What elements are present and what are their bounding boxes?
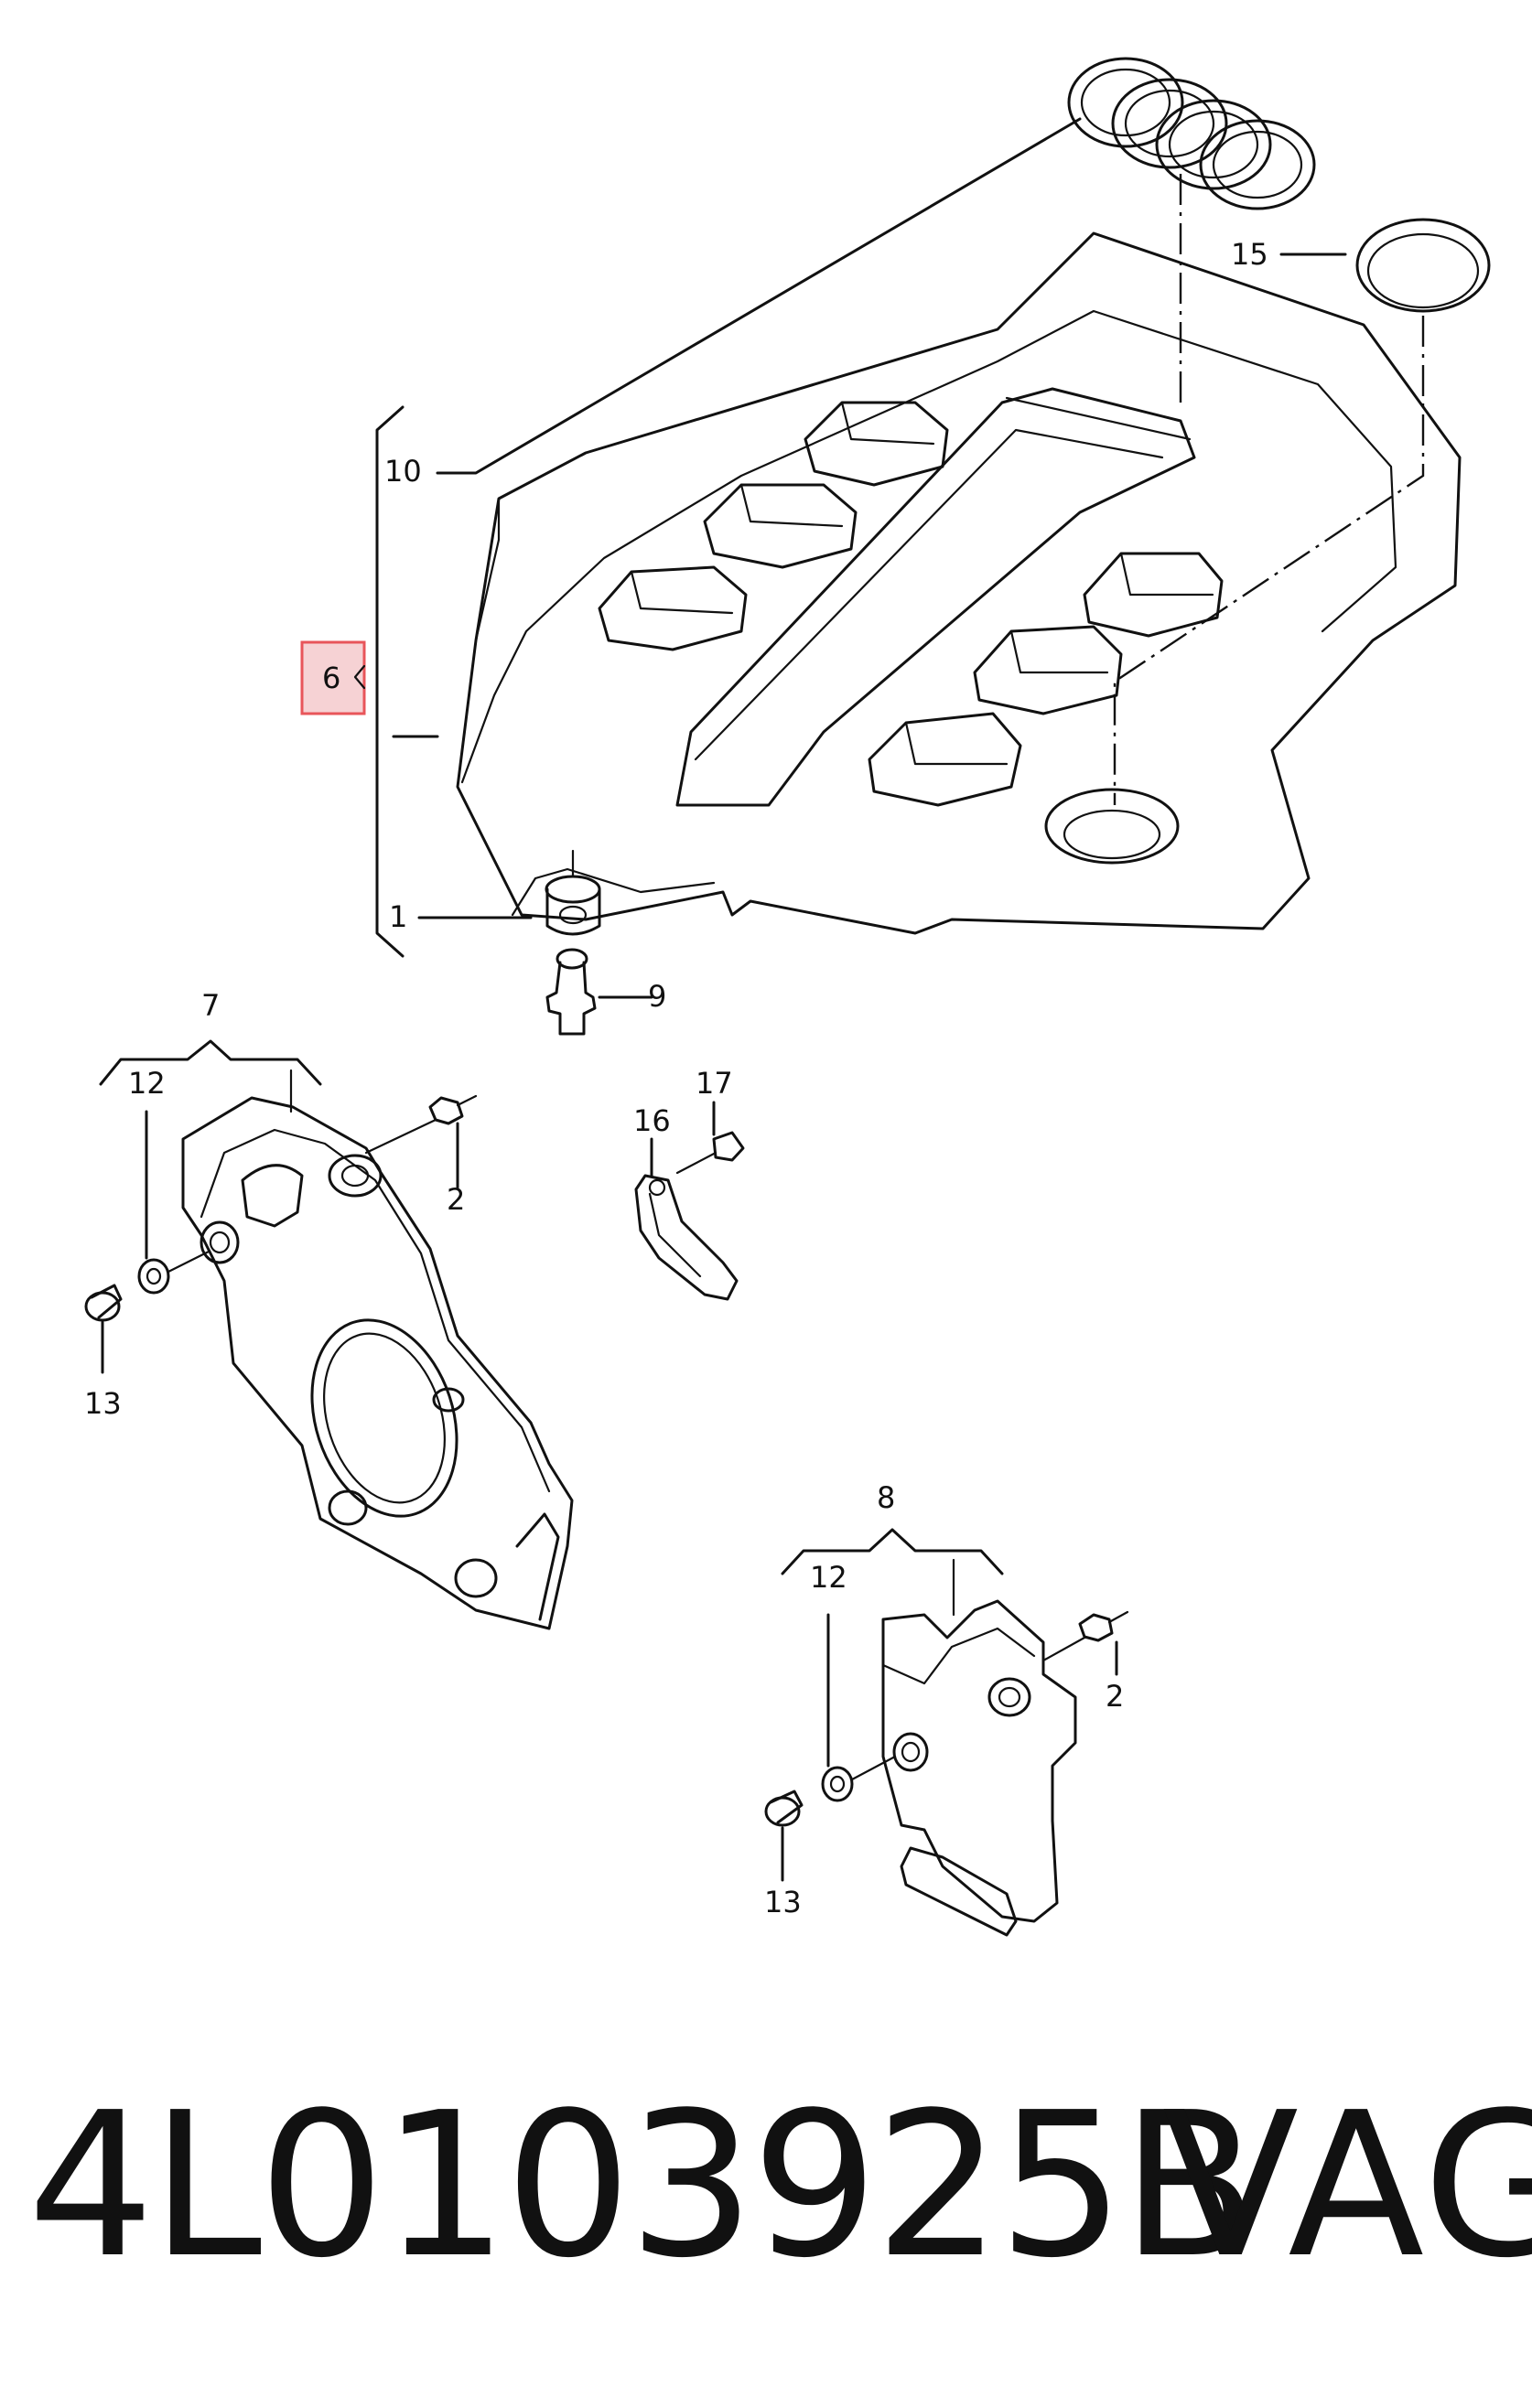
highlight-box-part-6 (300, 640, 366, 715)
callout-13-left[interactable]: 13 (84, 1386, 122, 1421)
callout-8[interactable]: 8 (877, 1480, 895, 1515)
seal-ring (1355, 218, 1491, 313)
callout-1[interactable]: 1 (389, 899, 407, 934)
timing-cover-left (181, 1096, 574, 1630)
part-number: 4L0103925B (27, 2070, 1258, 2302)
brand-name: VAG (1162, 2070, 1532, 2302)
bolt-part-17 (675, 1131, 745, 1175)
callout-12-left[interactable]: 12 (128, 1066, 166, 1101)
emblem-rings (1067, 57, 1316, 210)
bolt-part-13-left (84, 1284, 123, 1322)
callout-10[interactable]: 10 (384, 454, 422, 489)
part-caption: 4L0103925B VAG (27, 2068, 1532, 2306)
bolt-part-2-right (1041, 1610, 1129, 1662)
ball-stud-part-9 (545, 948, 597, 1036)
leader-lines (99, 117, 1347, 1882)
callout-17[interactable]: 17 (696, 1066, 733, 1101)
grommet-part-1 (545, 849, 601, 936)
callout-9[interactable]: 9 (648, 979, 666, 1014)
timing-cover-right (881, 1599, 1077, 1937)
callout-6[interactable]: 6 (322, 661, 340, 695)
bolt-part-2-left (364, 1094, 478, 1155)
bushing-part-12-left (137, 1250, 210, 1295)
engine-cover (456, 231, 1462, 935)
callout-16[interactable]: 16 (633, 1103, 671, 1138)
bolt-part-13-right (764, 1790, 804, 1827)
callout-15[interactable]: 15 (1231, 237, 1268, 272)
bushing-part-12-right (821, 1755, 897, 1802)
bracket-part-16 (634, 1174, 739, 1301)
callout-13-right[interactable]: 13 (764, 1885, 802, 1919)
callout-12-right[interactable]: 12 (810, 1560, 847, 1595)
callout-7[interactable]: 7 (201, 988, 220, 1023)
callout-labels: 10 6 1 9 15 7 12 13 2 16 17 8 12 13 2 (84, 237, 1268, 1919)
callout-2-right[interactable]: 2 (1106, 1679, 1124, 1714)
callout-2-left[interactable]: 2 (447, 1182, 465, 1217)
highlight-pointer (353, 664, 366, 690)
